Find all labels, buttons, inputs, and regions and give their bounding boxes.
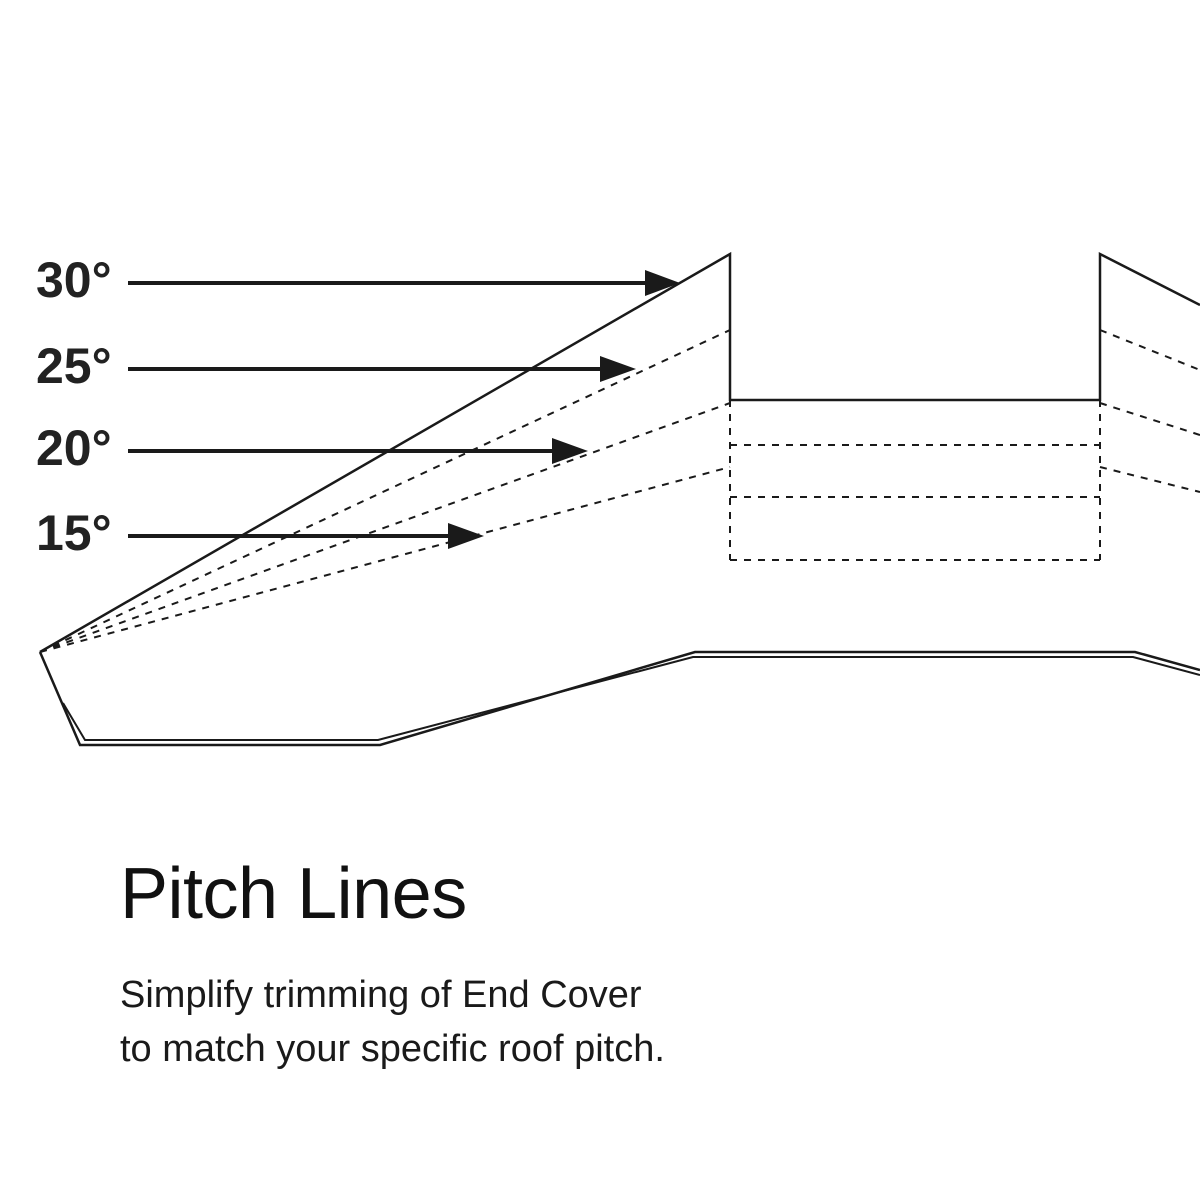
page-title: Pitch Lines xyxy=(120,854,467,934)
pitch-label-25: 25° xyxy=(36,338,112,394)
right-pitch-dash-3 xyxy=(1099,466,1200,493)
pitch-label-20: 20° xyxy=(36,420,112,476)
pitch-label-30: 30° xyxy=(36,252,112,308)
description: Simplify trimming of End Cover to match … xyxy=(120,968,665,1076)
arrowhead-25 xyxy=(600,356,636,382)
pitch-labels: 30° 25° 20° 15° xyxy=(36,252,112,561)
end-cover-outline xyxy=(38,251,1200,747)
pitch-line-25 xyxy=(39,329,731,653)
arrowhead-15 xyxy=(448,523,484,549)
description-line-2: to match your specific roof pitch. xyxy=(120,1028,665,1070)
arrowhead-30 xyxy=(645,270,680,296)
pitch-line-20 xyxy=(39,402,731,653)
pitch-line-15 xyxy=(39,466,731,653)
right-pitch-dash-1 xyxy=(1099,329,1200,371)
arrowhead-20 xyxy=(552,438,588,464)
description-line-1: Simplify trimming of End Cover xyxy=(120,974,642,1016)
inner-edge-outline xyxy=(62,656,1200,741)
left-flange-outline xyxy=(39,251,1200,654)
left-edge-outline xyxy=(38,650,1200,747)
right-pitch-dash-2 xyxy=(1099,402,1200,436)
pitch-dashed-lines xyxy=(39,329,1200,653)
pitch-label-15: 15° xyxy=(36,505,112,561)
pitch-arrows xyxy=(128,270,680,549)
